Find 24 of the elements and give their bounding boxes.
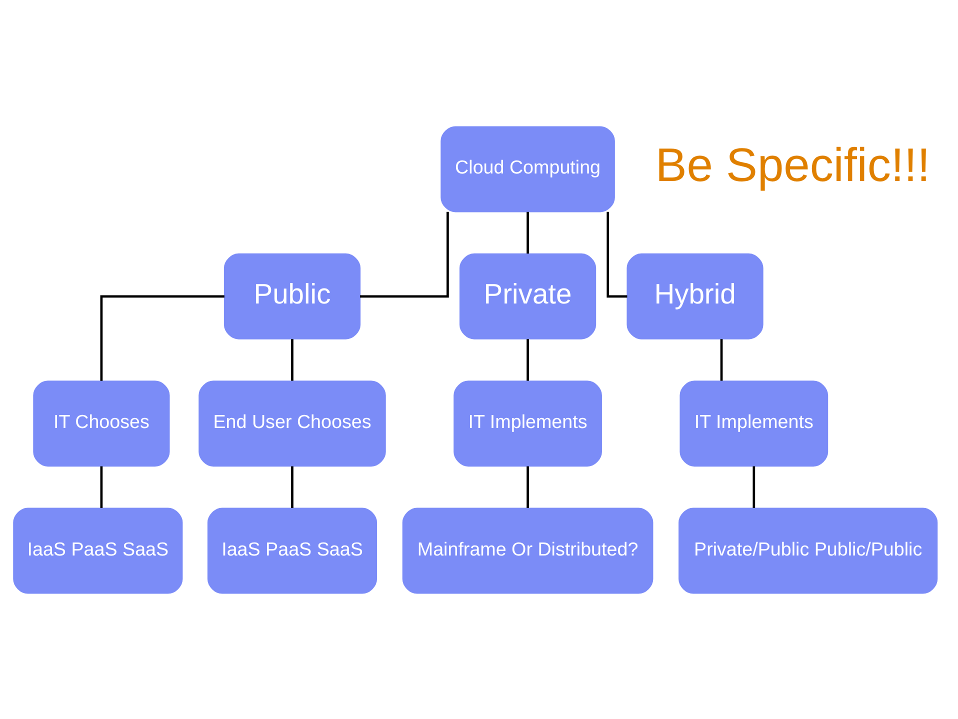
node-box: Cloud Computing [440, 126, 614, 212]
node-box: End User Chooses [198, 380, 386, 466]
connector [526, 211, 528, 254]
label: Be Specific!!! [654, 137, 930, 190]
connector [290, 466, 293, 508]
connector [606, 211, 627, 298]
node-box: Private [458, 252, 596, 339]
node-box: Public [223, 252, 360, 339]
node-box: IT Chooses [32, 380, 170, 466]
connector [720, 338, 722, 380]
node-box: Private/Public Public/Public [678, 507, 938, 594]
connector [100, 466, 102, 508]
node-box: Mainframe Or Distributed? [402, 507, 653, 594]
connector [526, 338, 528, 380]
node-box: IaaS PaaS SaaS [206, 507, 377, 594]
connector [526, 466, 528, 508]
node-box: IT Implements [453, 380, 602, 466]
node-box: IaaS PaaS SaaS [12, 507, 182, 594]
connector [290, 338, 293, 380]
connector [100, 294, 224, 380]
node-box: IT Implements [679, 380, 828, 466]
node-box: Hybrid [626, 252, 763, 339]
connector [752, 466, 755, 508]
connector [359, 211, 448, 298]
